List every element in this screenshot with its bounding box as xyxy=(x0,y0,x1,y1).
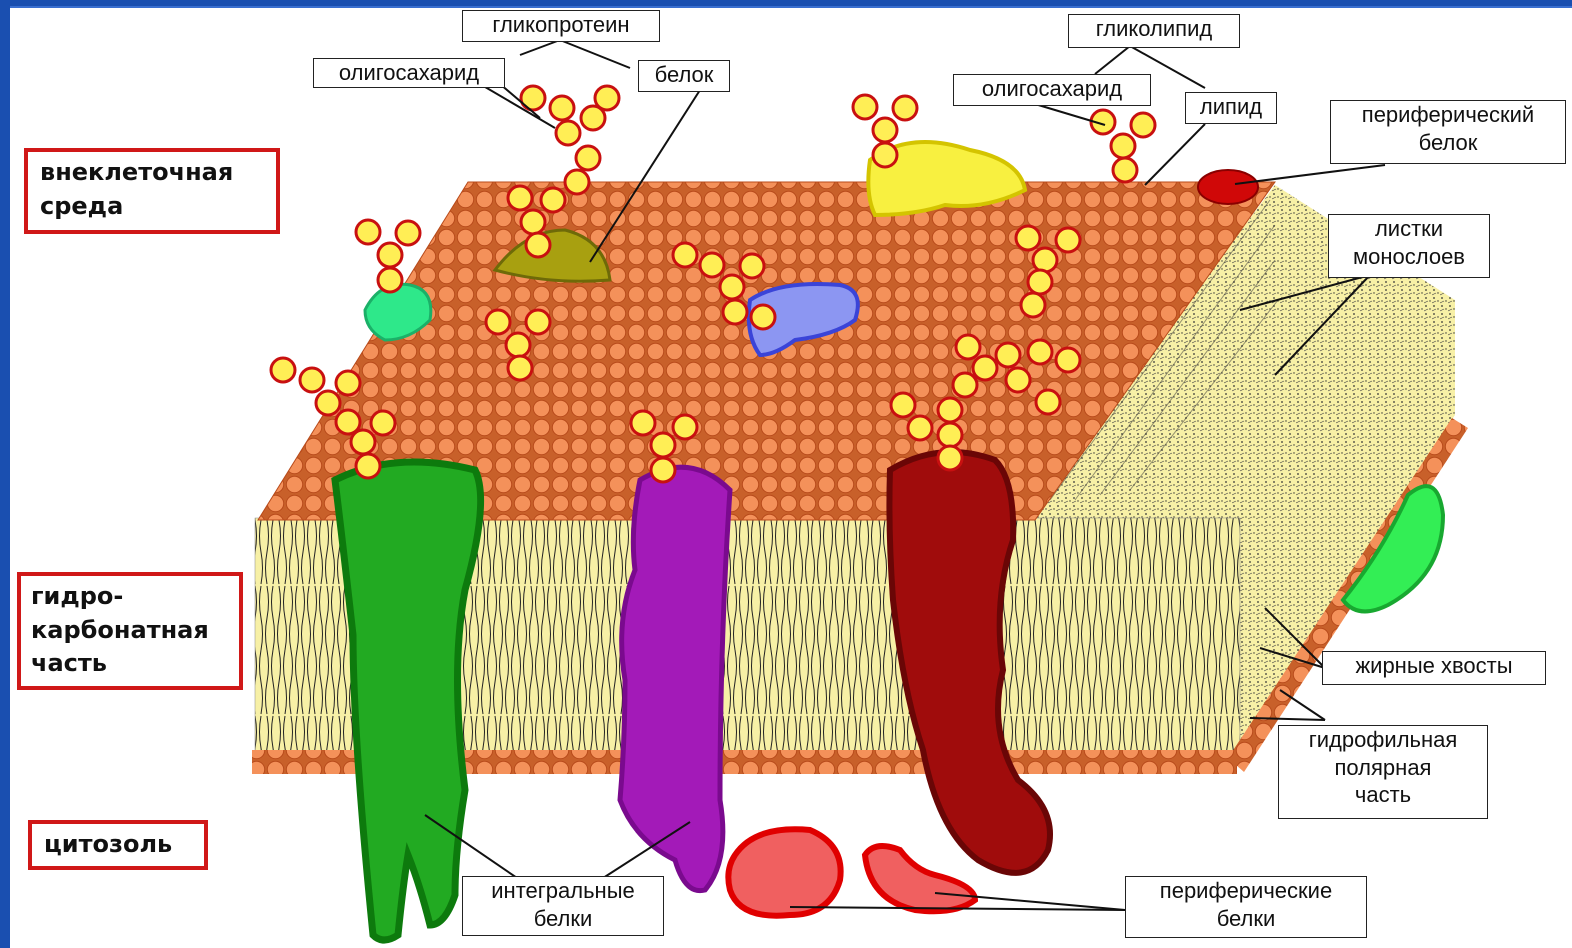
region-hydrocarbon: гидро- карбонатная часть xyxy=(17,572,243,690)
label-hydrophilic-part: гидрофильная полярная часть xyxy=(1278,725,1488,819)
peripheral-protein-top xyxy=(1198,170,1258,204)
region-extracellular: внеклеточная среда xyxy=(24,148,280,234)
label-oligosaccharide-right: олигосахарид xyxy=(953,74,1151,106)
label-monolayer-leaflets: листки монослоев xyxy=(1328,214,1490,278)
region-cytosol: цитозоль xyxy=(28,820,208,870)
label-protein: белок xyxy=(638,60,730,92)
integral-protein-green xyxy=(335,462,481,940)
peripheral-protein-bottom-left xyxy=(728,829,840,915)
label-lipid: липид xyxy=(1185,92,1277,124)
label-integral-proteins: интегральные белки xyxy=(462,876,664,936)
peripheral-protein-bottom-right xyxy=(865,846,975,911)
integral-protein-purple xyxy=(620,467,730,890)
label-peripheral-proteins-bottom: периферические белки xyxy=(1125,876,1367,938)
label-glycoprotein: гликопротеин xyxy=(462,10,660,42)
label-oligosaccharide-left: олигосахарид xyxy=(313,58,505,88)
label-peripheral-protein-top: периферический белок xyxy=(1330,100,1566,164)
label-fatty-tails: жирные хвосты xyxy=(1322,651,1546,685)
label-glycolipid: гликолипид xyxy=(1068,14,1240,48)
